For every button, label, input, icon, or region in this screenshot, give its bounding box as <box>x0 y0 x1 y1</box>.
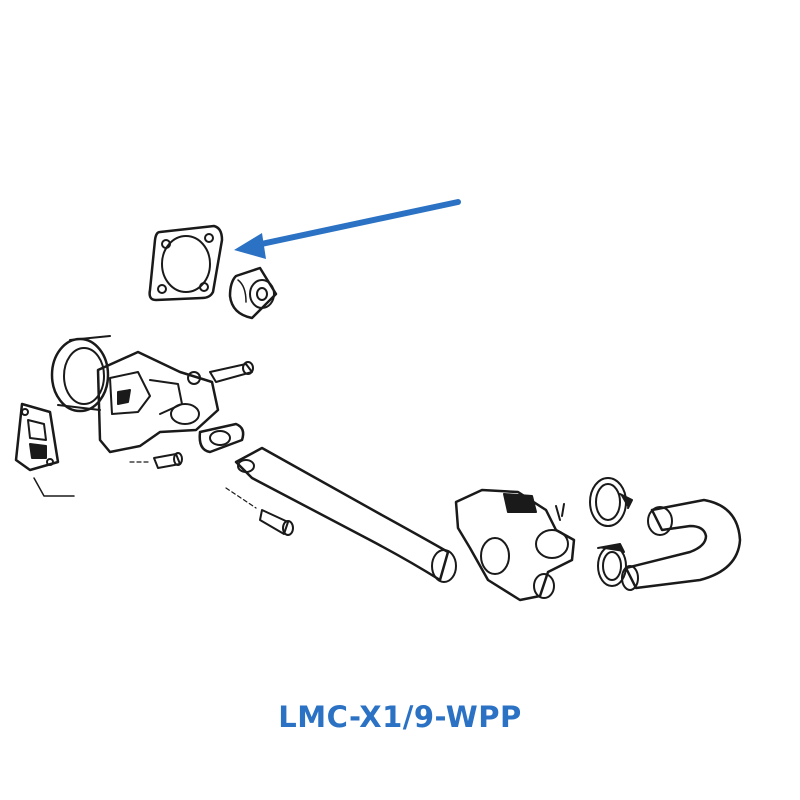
coolant-pipe[interactable] <box>234 446 457 583</box>
gasket-square[interactable] <box>148 224 224 302</box>
flange-gasket[interactable] <box>198 422 245 454</box>
part-number-caption: LMC-X1/9-WPP <box>278 700 522 734</box>
pump-pulley[interactable] <box>50 335 111 413</box>
coolant-hose[interactable] <box>621 498 742 591</box>
bolt-long[interactable] <box>209 361 254 383</box>
water-pump-housing[interactable] <box>96 350 220 454</box>
thermostat-housing[interactable] <box>454 488 576 602</box>
bolt-short[interactable] <box>225 487 294 536</box>
hose-clamp-upper[interactable] <box>589 477 633 527</box>
hose-clamp-lower[interactable] <box>597 543 627 587</box>
bolt-short[interactable] <box>129 452 183 469</box>
inlet-gasket[interactable] <box>14 402 75 497</box>
pulley-bush[interactable] <box>228 266 278 320</box>
pointer-arrow <box>234 199 461 259</box>
washer[interactable] <box>187 371 201 385</box>
